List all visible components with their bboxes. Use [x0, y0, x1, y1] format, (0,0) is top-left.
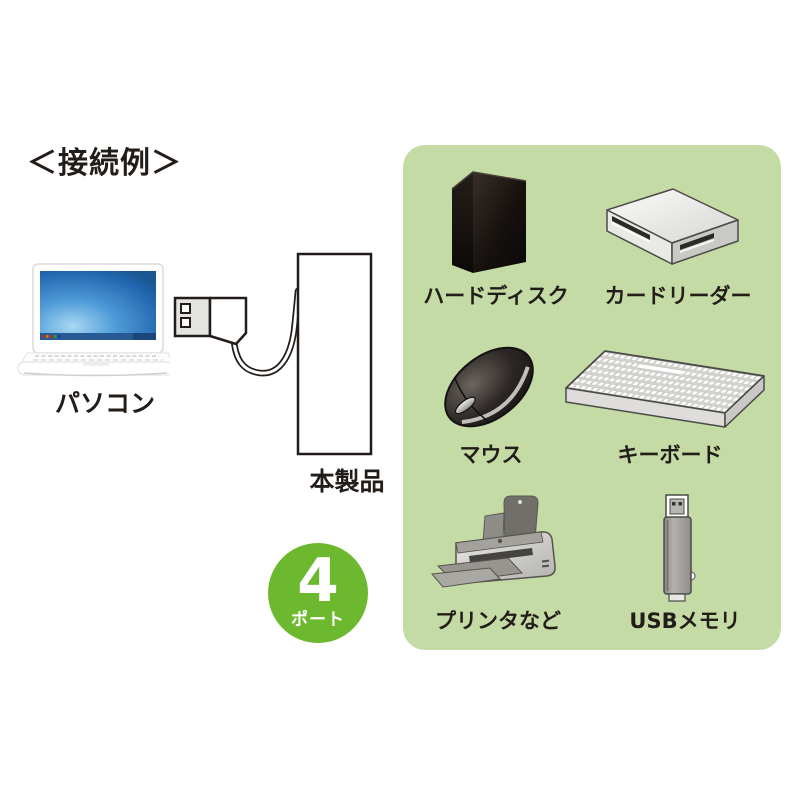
printer-icon [431, 495, 556, 588]
product-box [296, 252, 373, 456]
usb-memory-label: USBメモリ [629, 609, 741, 633]
keyboard-illustration [558, 345, 788, 435]
connection-illustration [160, 245, 390, 470]
devices-panel: ハードディスク カードリーダー [403, 145, 781, 650]
hard-disk-label: ハードディスク [423, 284, 569, 308]
printer-label: プリンタなど [435, 609, 561, 633]
port-count-unit: ポート [291, 610, 345, 630]
hard-disk-icon [451, 171, 527, 273]
port-count-number: 4 [297, 546, 339, 616]
usb-connector-body [208, 296, 248, 346]
mouse-label: マウス [459, 443, 523, 467]
hard-disk-illustration [445, 166, 535, 276]
usb-memory-icon [663, 494, 696, 602]
keyboard-label: キーボード [617, 443, 723, 467]
laptop-illustration [15, 256, 170, 380]
printer-illustration [428, 490, 563, 605]
usb-cable-connection-icon [173, 252, 373, 456]
usb-memory-illustration [652, 492, 697, 604]
card-reader-label: カードリーダー [604, 284, 752, 308]
keyboard-icon [565, 350, 765, 428]
mouse-icon [444, 346, 534, 428]
page-title: ＜接続例＞ [27, 146, 182, 181]
port-count-badge: 4 ポート [268, 543, 368, 643]
product-label: 本製品 [309, 467, 385, 496]
laptop-icon [17, 263, 170, 377]
mouse-illustration [432, 340, 547, 435]
laptop-label: パソコン [54, 389, 155, 418]
card-reader-illustration [600, 185, 745, 275]
card-reader-icon [606, 188, 739, 265]
